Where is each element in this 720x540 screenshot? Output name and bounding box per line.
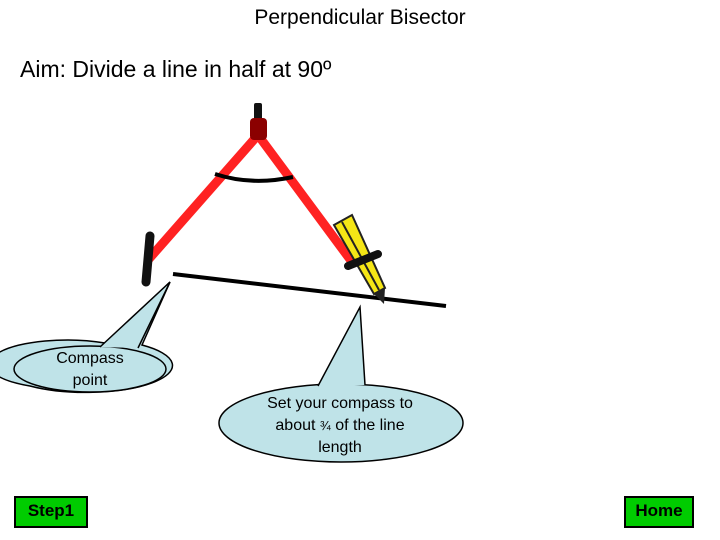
home-button[interactable]: Home xyxy=(624,496,694,528)
compass-left-arm xyxy=(143,130,263,265)
set-compass-fraction: ¾ xyxy=(319,418,331,433)
set-compass-about: about xyxy=(275,417,316,434)
aim-text: Aim: Divide a line in half at 90º xyxy=(20,56,332,82)
pencil-stripe xyxy=(341,221,380,291)
line-segment xyxy=(172,272,447,308)
pencil-icon xyxy=(332,213,387,304)
set-compass-callout-tail-outline xyxy=(317,304,366,387)
compass-arc xyxy=(214,172,294,183)
compass-right-arm xyxy=(253,130,357,267)
pencil-tip xyxy=(374,288,385,304)
compass-point-callout-body xyxy=(13,345,167,393)
step1-button[interactable]: Step1 xyxy=(14,496,88,528)
compass-point-callout-tail-outline xyxy=(99,281,171,349)
set-compass-rest: of the line xyxy=(335,417,405,434)
compass-point-needle xyxy=(141,231,155,287)
page-title: Perpendicular Bisector xyxy=(254,6,466,29)
set-compass-line1: Set your compass to xyxy=(267,395,413,412)
set-compass-line2: about ¾ of the line xyxy=(252,415,428,437)
compass-point-line2: point xyxy=(72,372,108,389)
compass-icon xyxy=(141,103,387,304)
pencil-clamp xyxy=(344,250,382,270)
set-compass-callout-tail xyxy=(318,307,365,386)
compass-point-line1: Compass xyxy=(56,350,124,367)
set-compass-line3: length xyxy=(318,439,362,456)
set-compass-label: Set your compass to about ¾ of the line … xyxy=(252,393,428,459)
compass-point-label: Compass point xyxy=(20,348,160,392)
compass-hinge xyxy=(250,118,267,140)
